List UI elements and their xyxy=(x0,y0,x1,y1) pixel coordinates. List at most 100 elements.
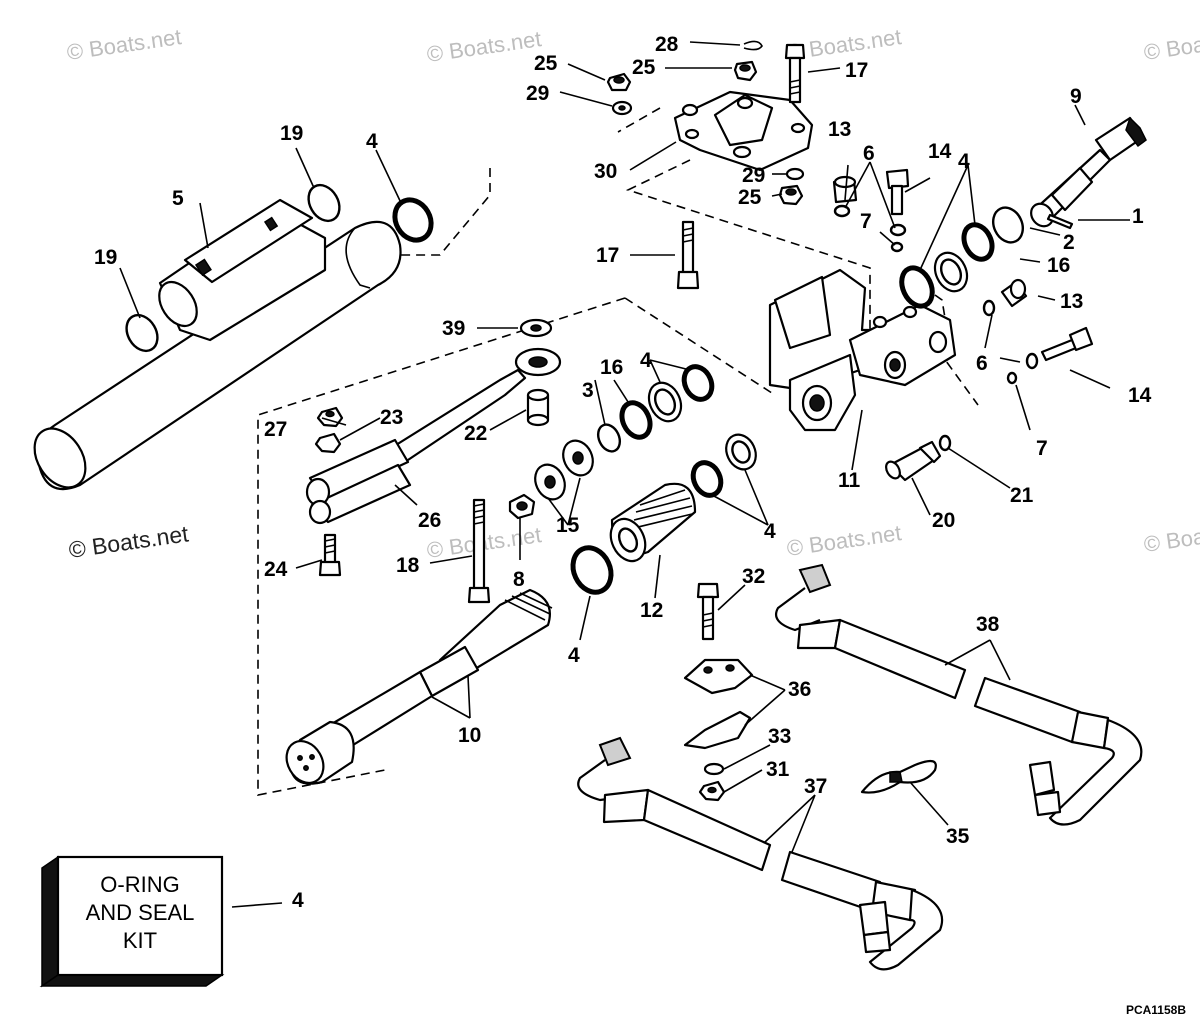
callout-4: 4 xyxy=(366,130,378,153)
o-ring-3 xyxy=(596,423,622,453)
piston-12 xyxy=(609,482,697,563)
callout-8: 8 xyxy=(513,568,525,591)
seal-inner xyxy=(653,388,677,416)
seal-ring-4-lower-b xyxy=(690,460,724,498)
callout-9: 9 xyxy=(1070,85,1082,108)
callout-3: 3 xyxy=(582,379,594,402)
kit-line-2: AND SEAL xyxy=(86,900,195,925)
callout-6: 6 xyxy=(976,352,988,375)
watermark: © Boats.net xyxy=(67,520,191,563)
o-ring-6-right xyxy=(982,299,996,317)
diagram-code: PCA1158B xyxy=(1126,1003,1186,1016)
o-ring-6-upper xyxy=(833,204,851,218)
callout-37: 37 xyxy=(804,775,827,798)
callout-5: 5 xyxy=(172,187,184,210)
washer-33 xyxy=(703,762,725,776)
watermark: © Boats.net xyxy=(785,520,903,561)
seal-ring-4-rod-b xyxy=(681,364,715,402)
washer-hole xyxy=(530,324,542,332)
callout-16: 16 xyxy=(600,356,623,379)
callout-31: 31 xyxy=(766,758,790,781)
callout-16: 16 xyxy=(1047,254,1070,277)
boundary-cap-body xyxy=(625,159,871,330)
o-ring-21 xyxy=(938,434,952,452)
callout-36: 36 xyxy=(788,678,811,701)
callout-14: 14 xyxy=(928,140,952,163)
watermark: © Boats.net xyxy=(65,24,183,65)
callout-30: 30 xyxy=(594,160,617,183)
boundary-fitting-2 xyxy=(937,349,979,406)
callout-13: 13 xyxy=(1060,290,1083,313)
callout-29: 29 xyxy=(526,82,549,105)
valve-body xyxy=(768,268,957,432)
bushing-22 xyxy=(526,388,550,427)
callout-13: 13 xyxy=(828,118,851,141)
watermark: © Boats.net xyxy=(425,26,543,67)
seal-16-inner xyxy=(939,258,963,286)
clamp-36 xyxy=(683,658,754,750)
callout-17: 17 xyxy=(845,59,868,82)
nut-25-lower xyxy=(778,184,804,206)
callout-6: 6 xyxy=(863,142,875,165)
o-ring-19-upper xyxy=(307,183,341,223)
cotter-pin-28 xyxy=(743,40,763,51)
watermark: © Boats.net xyxy=(1142,24,1200,65)
nut-8 xyxy=(508,493,536,520)
o-ring-7-upper xyxy=(890,241,904,253)
fitting-14-upper xyxy=(885,168,910,237)
seal-inner xyxy=(731,440,751,464)
bolt-32 xyxy=(696,582,720,641)
seal-ring-4-piston xyxy=(570,545,614,595)
callout-14: 14 xyxy=(1128,384,1152,407)
nut-25-left xyxy=(606,72,632,92)
boundary-valve xyxy=(624,297,776,396)
callout-4: 4 xyxy=(292,889,304,912)
seal-16-valve xyxy=(933,251,969,293)
callout-38: 38 xyxy=(976,613,1000,636)
clevis-26 xyxy=(305,438,412,525)
pin-1 xyxy=(1046,213,1074,230)
plug-13-right xyxy=(1000,278,1028,308)
callout-15: 15 xyxy=(556,514,580,537)
callout-7: 7 xyxy=(860,210,872,233)
callout-labels: 1 2 3 4 4 4 4 4 4 5 6 6 7 7 8 9 10 11 12… xyxy=(94,33,1152,912)
callout-33: 33 xyxy=(768,725,791,748)
callout-7: 7 xyxy=(1036,437,1048,460)
o-ring-19-lower xyxy=(125,313,159,353)
washers-15 xyxy=(534,439,594,501)
hose-37 xyxy=(577,736,944,971)
callout-4: 4 xyxy=(958,150,970,173)
seal-ring-4-upper xyxy=(392,197,434,243)
link-rod xyxy=(378,347,562,470)
callout-21: 21 xyxy=(1010,484,1034,507)
callout-25: 25 xyxy=(534,52,558,75)
watermark: © Boats.net xyxy=(1142,516,1200,557)
callout-28: 28 xyxy=(655,33,679,56)
callout-4: 4 xyxy=(764,520,776,543)
kit-line-1: O-RING xyxy=(100,872,179,897)
callout-22: 22 xyxy=(464,422,487,445)
callout-23: 23 xyxy=(380,406,403,429)
cylinder-tube xyxy=(33,220,402,491)
callout-4: 4 xyxy=(640,349,652,372)
bolt-17-upper xyxy=(784,43,806,104)
nut-23 xyxy=(314,432,342,454)
callout-1: 1 xyxy=(1132,205,1144,228)
callout-10: 10 xyxy=(458,724,481,747)
callout-26: 26 xyxy=(418,509,441,532)
nut-31 xyxy=(698,780,726,802)
bolt-17-lower xyxy=(676,220,700,290)
callout-29: 29 xyxy=(742,164,765,187)
nut-25-right xyxy=(733,60,758,82)
callout-25: 25 xyxy=(632,56,656,79)
callout-24: 24 xyxy=(264,558,288,581)
fitting-20 xyxy=(885,440,942,482)
callout-20: 20 xyxy=(932,509,955,532)
o-ring-7-right xyxy=(1006,371,1018,385)
seal-ring-4-valve xyxy=(899,265,935,309)
washer-hole xyxy=(618,105,626,111)
o-ring-6-right-b xyxy=(1025,352,1039,370)
seal-ring-4-lower-a xyxy=(725,433,757,471)
o-ring-2 xyxy=(992,206,1024,244)
fitting-14-right xyxy=(1040,326,1094,362)
